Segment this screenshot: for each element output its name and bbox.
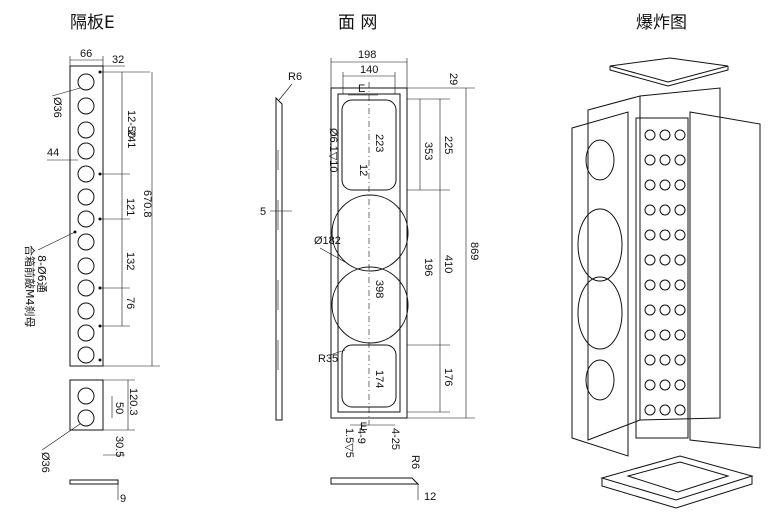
- front-baffle-panel: [571, 111, 629, 457]
- exploded-view-drawing: [571, 57, 761, 509]
- top-cap-edge: [609, 66, 729, 87]
- grille-woofer-opening-1: [331, 194, 409, 272]
- dim-398: 398: [373, 280, 385, 298]
- dim-44: 44: [47, 147, 59, 159]
- dim-353: 353: [422, 142, 434, 160]
- title-exploded-view: 爆炸图: [636, 13, 687, 33]
- woofer-opening-2: [577, 276, 623, 350]
- dim-410: 410: [442, 255, 454, 273]
- label-e-bottom: E: [360, 421, 367, 433]
- hole-circle: [77, 279, 95, 297]
- hole-circle: [77, 324, 95, 342]
- title-partition-e: 隔板E: [70, 13, 115, 33]
- partition-e-bottom-drawing: 120.3 50 30.5 Ø36 9: [39, 379, 139, 505]
- dim-76: 76: [124, 297, 136, 309]
- note-m4-nut: 合箱前敲M4刹母: [23, 245, 37, 328]
- hole-circle: [77, 210, 95, 228]
- bottom-board-outline: [69, 379, 104, 431]
- dim-12-bottom: 12: [424, 491, 436, 503]
- dim-r6-bottom: R6: [409, 455, 421, 469]
- hole-circle: [77, 302, 95, 320]
- dim-198: 198: [358, 49, 376, 61]
- dim-241: 241: [125, 130, 137, 148]
- hole-circle: [77, 73, 95, 91]
- hole-circle: [77, 346, 95, 364]
- dim-5: 5: [260, 206, 266, 218]
- dim-1-5: 1.5▽5: [343, 428, 355, 458]
- hole-circle: [77, 409, 95, 427]
- dim-174: 174: [373, 370, 385, 388]
- dim-140: 140: [360, 64, 378, 76]
- dim-9: 9: [120, 493, 126, 505]
- partition-stack: [635, 117, 689, 439]
- grille-side-profile: [275, 96, 283, 421]
- dim-670-8: 670.8: [141, 190, 153, 218]
- bottom-hole-dia: Ø36: [39, 452, 51, 473]
- dim-225: 225: [442, 136, 454, 154]
- dim-176: 176: [442, 368, 454, 386]
- hole-6-1: Ø6.1▽10: [327, 128, 339, 173]
- dim-32: 32: [112, 54, 124, 66]
- tweeter-opening: [585, 139, 615, 181]
- grille-drawing: R6 5 198 140 E 223 Ø6.1▽10 12 Ø182 398 R…: [260, 49, 480, 503]
- dim-50: 50: [113, 402, 125, 414]
- dim-4-9: 4-9: [355, 428, 367, 444]
- dim-r6: R6: [288, 71, 302, 83]
- dim-120-3: 120.3: [127, 388, 139, 416]
- dia-182: Ø182: [314, 235, 341, 247]
- dim-29: 29: [447, 73, 459, 85]
- hole-circle: [77, 257, 95, 275]
- hole-circle: [77, 97, 95, 115]
- base-inset: [626, 461, 730, 493]
- grille-bottom-view: [330, 477, 420, 485]
- internal-partitions: [635, 117, 689, 439]
- hole-circle: [77, 387, 95, 405]
- radius-35: R35: [318, 353, 338, 365]
- back-wall-left: [587, 95, 641, 441]
- woofer-opening-1: [577, 208, 623, 282]
- dim-132: 132: [124, 252, 136, 270]
- hole-circle: [77, 142, 95, 160]
- grille-woofer-opening-2: [331, 266, 409, 344]
- hole-circle: [77, 233, 95, 251]
- dim-66: 66: [80, 48, 92, 60]
- dim-196: 196: [422, 258, 434, 276]
- side-panel-right: [689, 111, 761, 449]
- dim-869: 869: [468, 242, 480, 260]
- partition-e-drawing: 66 32 12-50 241 121 132 76 670.8 44 Ø36 …: [23, 48, 160, 367]
- dim-121: 121: [124, 198, 136, 216]
- bottom-opening: [585, 359, 615, 401]
- dim-223: 223: [373, 134, 385, 152]
- hole-circle: [77, 188, 95, 206]
- dim-30-5: 30.5: [113, 436, 125, 457]
- back-wall-right: [639, 87, 721, 421]
- label-e-top: E: [358, 83, 365, 95]
- top-cap: [609, 57, 729, 83]
- dim-4-25: 4-25: [389, 428, 401, 450]
- title-grille: 面 网: [338, 13, 378, 33]
- hole-circle: [77, 165, 95, 183]
- dim-12-50: 12-50: [125, 110, 137, 138]
- partition-holes: [77, 73, 95, 364]
- note-8-holes: 8-Ø6通: [35, 255, 48, 293]
- base-edge: [601, 476, 753, 509]
- hole-circle: [77, 121, 95, 139]
- partition-board-outline: [69, 65, 104, 367]
- hole-dia-label: Ø36: [51, 97, 63, 118]
- dim-12: 12: [357, 164, 369, 176]
- thickness-view: [69, 479, 119, 485]
